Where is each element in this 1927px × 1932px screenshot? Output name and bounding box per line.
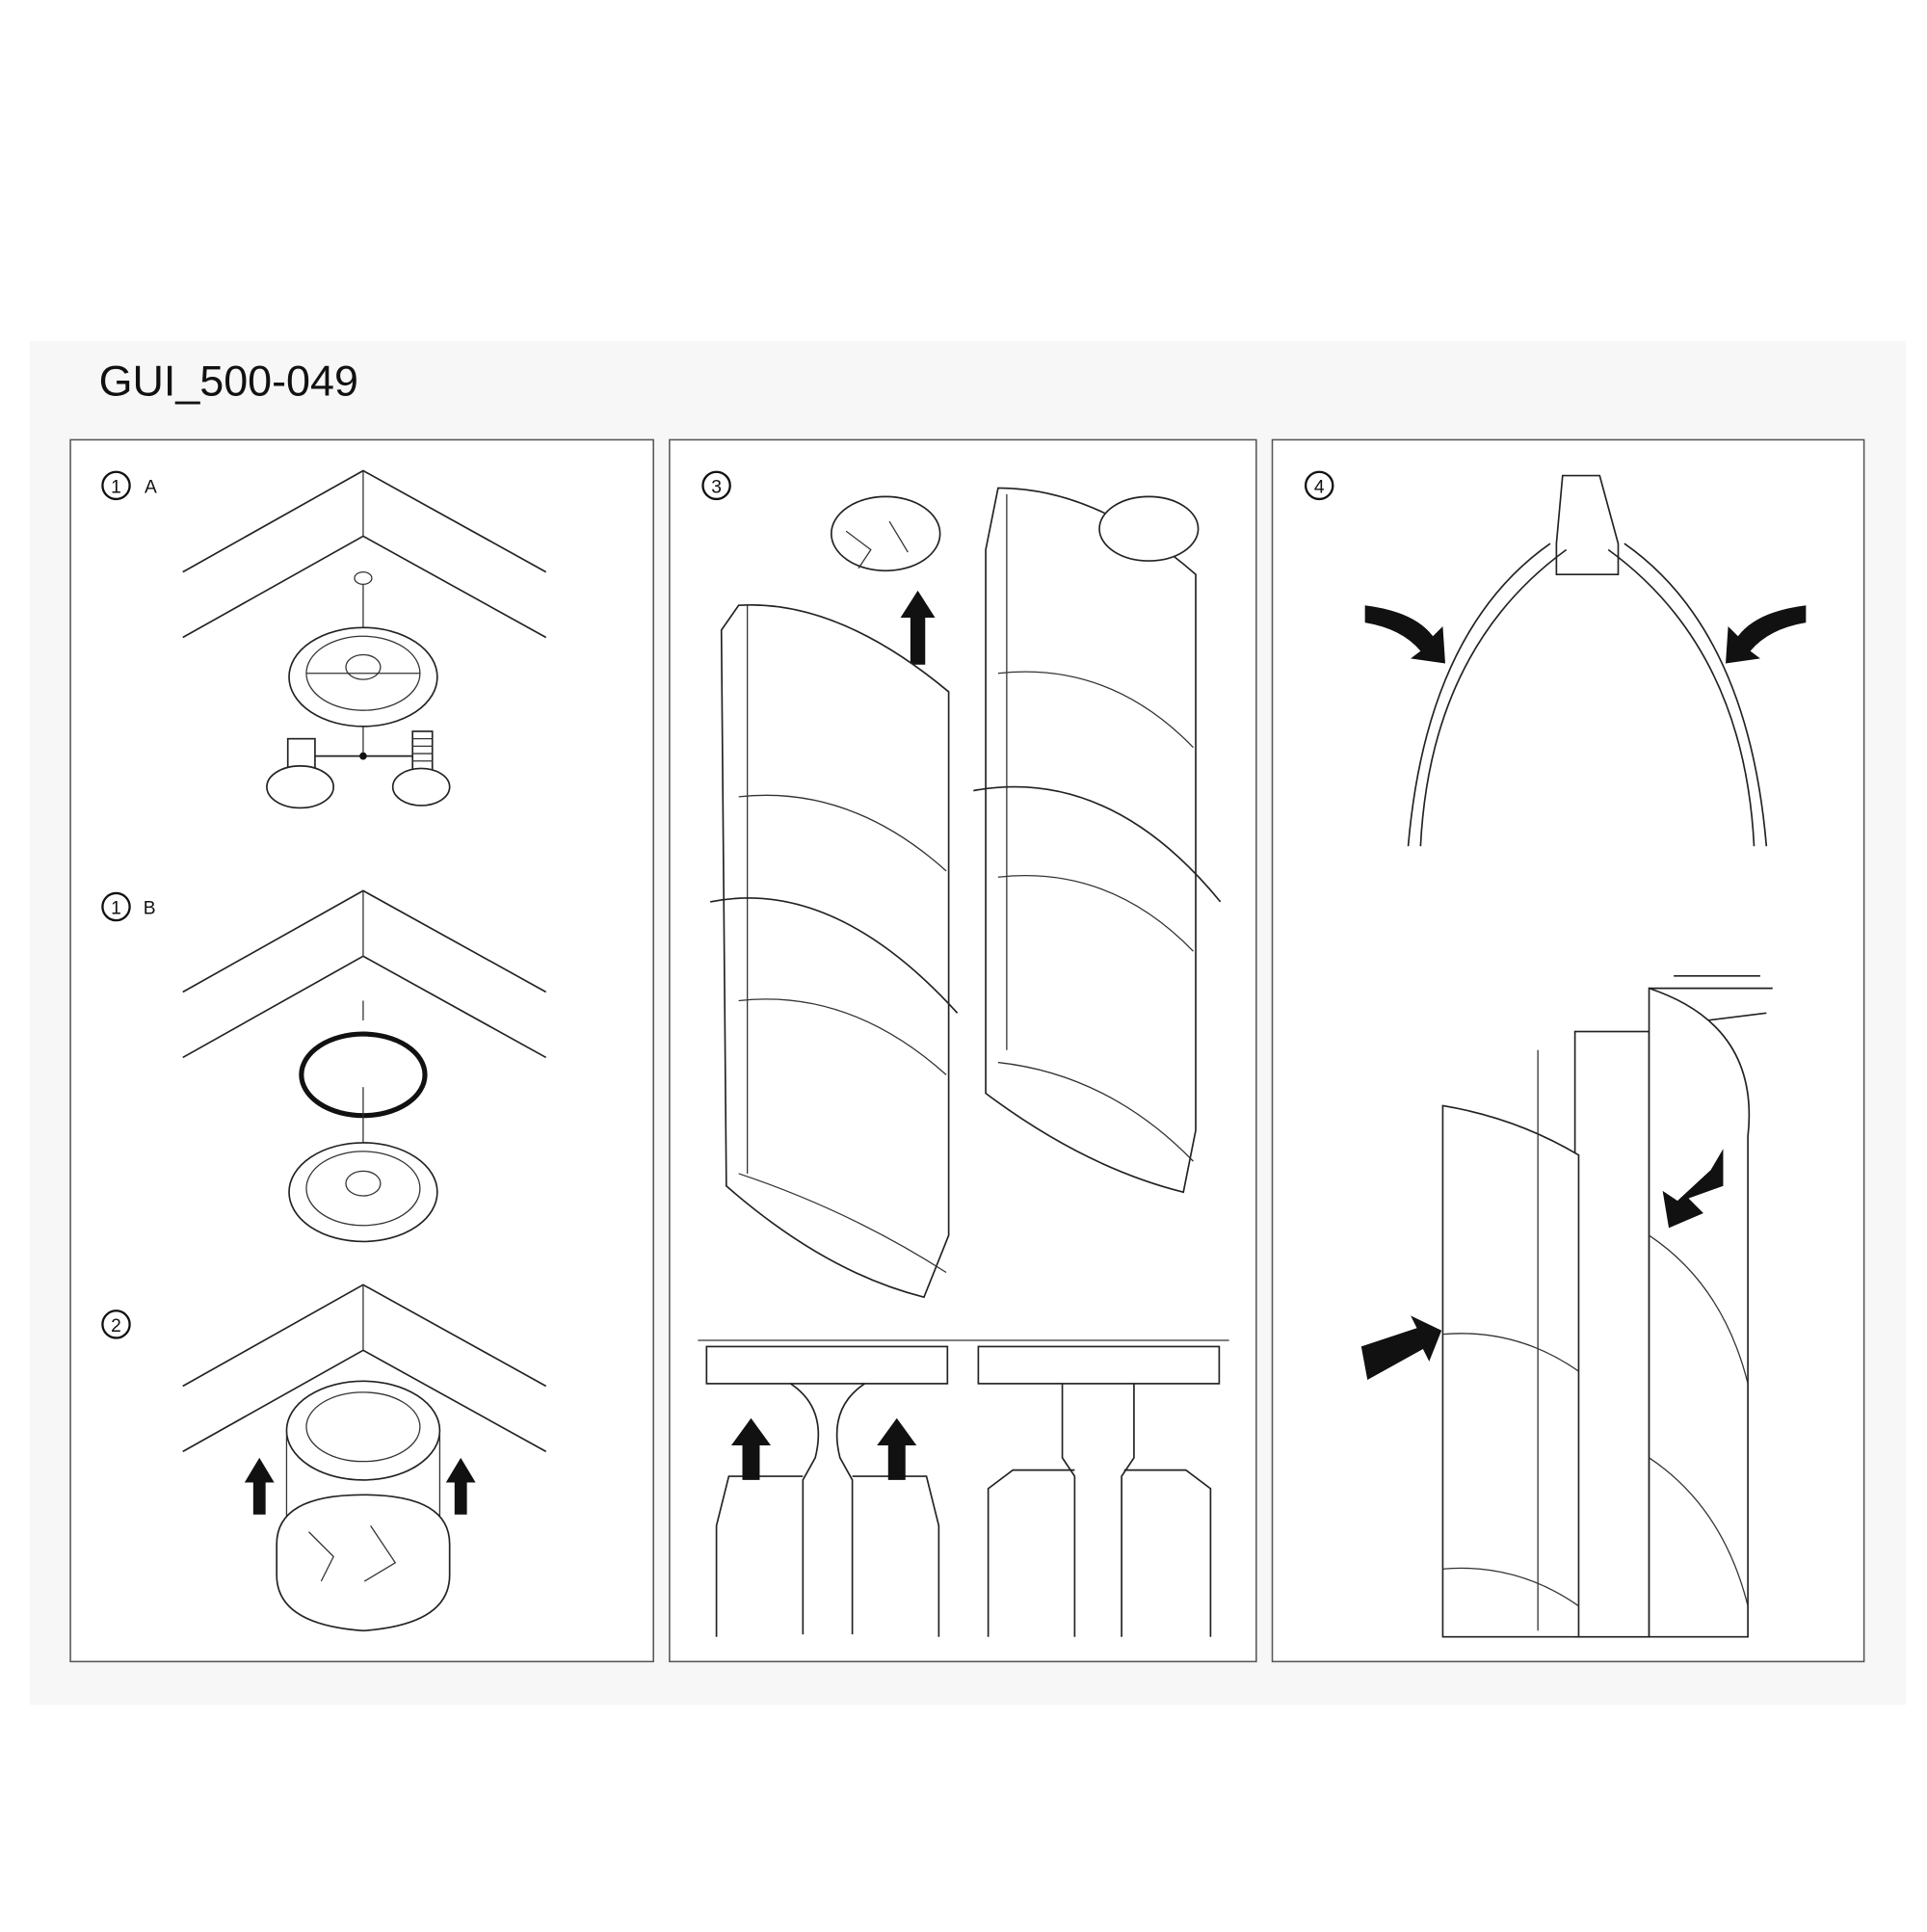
cap-removed-illustration: [830, 495, 941, 572]
panel-1: 1 A 1 B: [69, 438, 654, 1663]
up-arrow-icon: [877, 1417, 917, 1480]
step-4-label: 4: [1304, 470, 1334, 501]
curved-arrow-icon: [1364, 605, 1445, 664]
up-arrow-icon: [730, 1417, 771, 1480]
installed-blades-illustration: [1441, 974, 1773, 1638]
adhesive-ring-and-base-illustration: [288, 1000, 438, 1243]
blade-left-illustration: [710, 603, 959, 1299]
mounting-base-illustration: [288, 570, 438, 756]
clip-spread-illustration: [1407, 474, 1768, 847]
svg-text:2: 2: [111, 1316, 121, 1337]
up-arrow-icon: [244, 1457, 275, 1515]
svg-text:3: 3: [711, 478, 722, 498]
screws-illustration: [266, 730, 451, 809]
document-title: GUI_500-049: [99, 356, 358, 405]
panel-4: 4: [1271, 438, 1865, 1663]
svg-text:1: 1: [111, 899, 121, 919]
step-1b-label: 1 B: [101, 891, 156, 922]
curved-arrow-icon: [1726, 605, 1807, 664]
blade-right-illustration: [973, 487, 1222, 1194]
up-arrow-icon: [900, 590, 936, 665]
ceiling-corner-illustration: [182, 469, 547, 639]
step-2-label: 2: [101, 1310, 131, 1339]
clip-detail-left-illustration: [705, 1345, 949, 1637]
svg-text:4: 4: [1314, 478, 1325, 498]
arrow-icon: [1360, 1315, 1442, 1381]
clip-detail-right-illustration: [977, 1345, 1221, 1637]
svg-text:B: B: [144, 899, 156, 919]
up-arrow-icon: [445, 1457, 476, 1515]
step-1a-label: 1 A: [101, 470, 157, 501]
step-3-label: 3: [701, 470, 731, 501]
svg-text:A: A: [145, 478, 157, 498]
ceiling-corner-illustration: [182, 1284, 547, 1453]
panel-3: 3: [669, 438, 1257, 1663]
arrow-icon: [1662, 1149, 1724, 1229]
ceiling-corner-illustration: [182, 889, 547, 1059]
svg-text:1: 1: [111, 478, 121, 498]
cap-attach-illustration: [276, 1380, 451, 1632]
